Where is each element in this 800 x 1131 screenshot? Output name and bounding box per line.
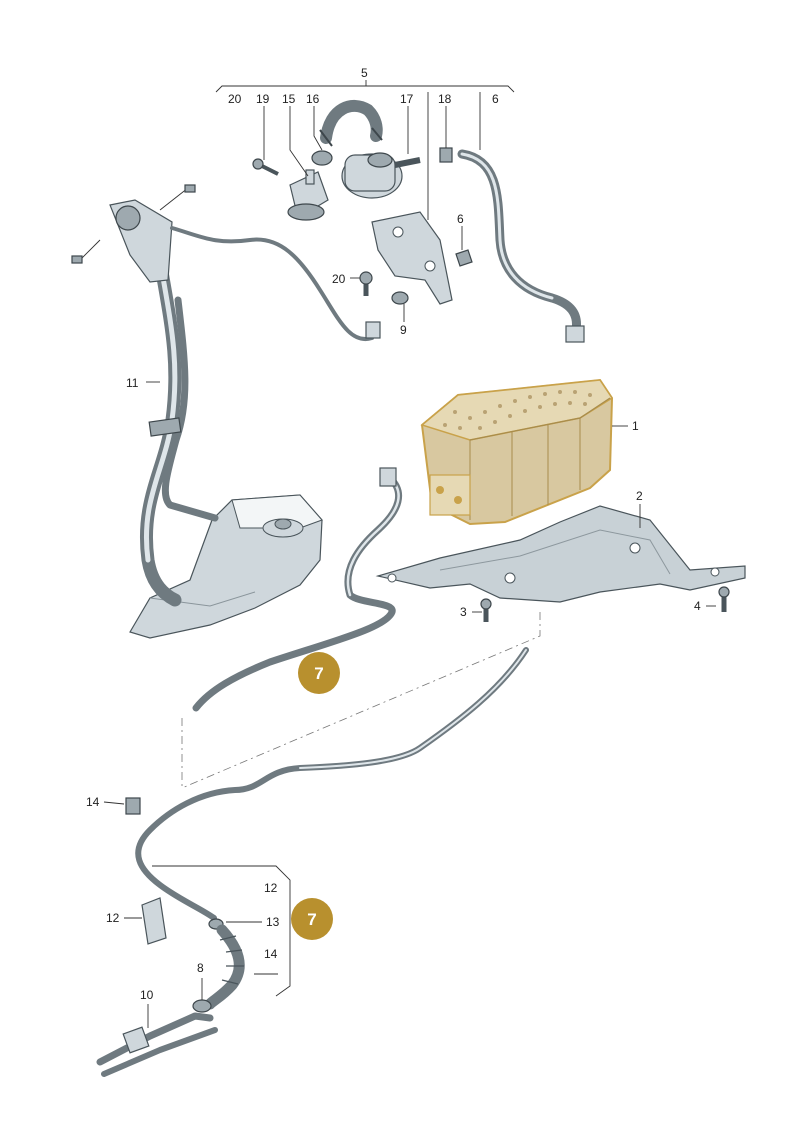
callout-10: 10 [140, 988, 154, 1002]
callout-4: 4 [694, 599, 701, 613]
fuel-line-7 [135, 647, 529, 921]
callout-20-mid: 20 [332, 272, 346, 286]
vent-line [170, 226, 374, 342]
callout-14-left: 14 [86, 795, 100, 809]
callout-labels: 5 20 19 15 16 17 18 6 6 20 9 11 1 2 3 4 … [86, 66, 701, 1002]
callout-1: 1 [632, 419, 639, 433]
phantom-line [181, 612, 541, 789]
vent-line-connector [365, 321, 381, 339]
callout-19: 19 [256, 92, 270, 106]
callout-8: 8 [197, 961, 204, 975]
callout-6-top: 6 [492, 92, 499, 106]
valve-assembly [252, 100, 585, 343]
clamp-8 [192, 999, 212, 1013]
filler-neck-pipe [71, 184, 219, 607]
callout-18: 18 [438, 92, 452, 106]
callout-17: 17 [400, 92, 414, 106]
callout-5: 5 [361, 66, 368, 80]
leader-lines [103, 80, 716, 1028]
callout-15: 15 [282, 92, 296, 106]
heat-shield-plate [375, 505, 746, 603]
callout-6-mid: 6 [457, 212, 464, 226]
callout-20-top: 20 [228, 92, 242, 106]
callout-11: 11 [126, 376, 139, 390]
svg-text:7: 7 [307, 910, 316, 929]
charcoal-canister [420, 378, 614, 526]
callout-13: 13 [266, 915, 280, 929]
callout-16: 16 [306, 92, 320, 106]
callout-3: 3 [460, 605, 467, 619]
callout-2: 2 [636, 489, 643, 503]
callout-12-left: 12 [106, 911, 120, 925]
clip-12 [141, 897, 167, 945]
callout-14-right: 14 [264, 947, 278, 961]
badge-7-top: 7 [298, 652, 340, 694]
badge-7-bottom: 7 [291, 898, 333, 940]
fuel-tank [129, 494, 323, 639]
hose-14 [204, 924, 245, 1010]
svg-text:7: 7 [314, 664, 323, 683]
clip-14 [125, 797, 141, 815]
fuel-line-connector-10 [96, 1012, 218, 1077]
callout-12-right: 12 [264, 881, 278, 895]
callout-9: 9 [400, 323, 407, 337]
